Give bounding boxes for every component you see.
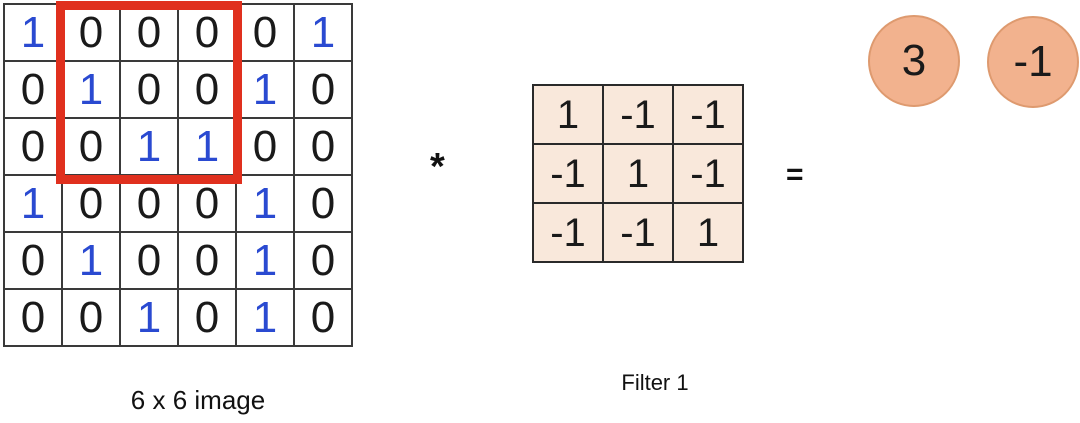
image-cell: 0 — [121, 5, 177, 60]
image-cell: 0 — [63, 290, 119, 345]
image-cell: 0 — [179, 290, 235, 345]
image-cell: 0 — [237, 5, 293, 60]
equals-operator: = — [786, 158, 804, 191]
image-cell: 1 — [5, 176, 61, 231]
image-cell: 1 — [63, 233, 119, 288]
convolution-operator: * — [430, 146, 445, 188]
image-cell: 0 — [5, 62, 61, 117]
image-cell: 0 — [121, 62, 177, 117]
image-cell: 1 — [237, 176, 293, 231]
image-cell: 0 — [179, 62, 235, 117]
image-cell: 0 — [179, 176, 235, 231]
filter-cell: -1 — [674, 86, 742, 143]
filter-cell: -1 — [534, 145, 602, 202]
image-cell: 1 — [121, 290, 177, 345]
image-cell: 0 — [295, 290, 351, 345]
output-value-circle: -1 — [987, 16, 1079, 108]
output-value-circle: 3 — [868, 15, 960, 107]
conv-window-highlight — [56, 1, 242, 184]
image-cell: 1 — [295, 5, 351, 60]
filter-cell: -1 — [604, 204, 672, 261]
filter-cell: -1 — [674, 145, 742, 202]
image-cell: 0 — [179, 233, 235, 288]
image-cell: 0 — [63, 176, 119, 231]
image-cell: 0 — [121, 176, 177, 231]
image-cell: 0 — [179, 5, 235, 60]
image-cell: 1 — [121, 119, 177, 174]
image-cell: 1 — [63, 62, 119, 117]
image-cell: 0 — [121, 233, 177, 288]
filter-cell: -1 — [534, 204, 602, 261]
image-cell: 0 — [237, 119, 293, 174]
image-cell: 0 — [63, 119, 119, 174]
image-cell: 0 — [295, 176, 351, 231]
image-cell: 1 — [237, 62, 293, 117]
filter-cell: 1 — [674, 204, 742, 261]
image-cell: 0 — [5, 233, 61, 288]
image-cell: 0 — [295, 119, 351, 174]
filter-cell: 1 — [534, 86, 602, 143]
filter-cell: -1 — [604, 86, 672, 143]
image-cell: 1 — [237, 290, 293, 345]
image-cell: 1 — [179, 119, 235, 174]
image-cell: 0 — [63, 5, 119, 60]
image-cell: 0 — [295, 233, 351, 288]
image-cell: 1 — [237, 233, 293, 288]
image-cell: 0 — [295, 62, 351, 117]
image-cell: 1 — [5, 5, 61, 60]
image-cell: 0 — [5, 290, 61, 345]
image-cell: 0 — [5, 119, 61, 174]
filter-label: Filter 1 — [621, 370, 689, 395]
filter-cell: 1 — [604, 145, 672, 202]
image-label: 6 x 6 image — [130, 385, 266, 415]
